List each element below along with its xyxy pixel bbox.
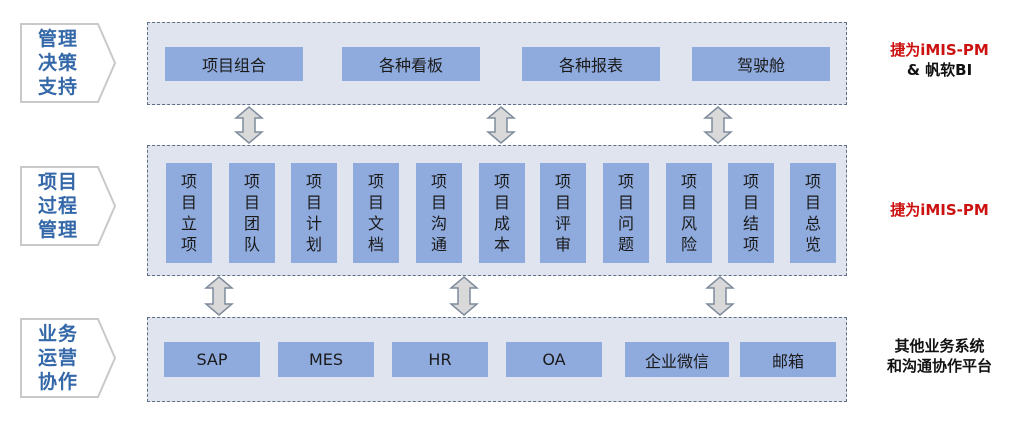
box-mes: MES [278,342,374,377]
box-project-communication: 项目沟通 [416,163,462,263]
note-line-2: & 帆软BI [906,61,973,79]
note-line-1: 其他业务系统 [894,337,985,355]
chevron-label-shape [20,23,117,103]
box-dashboards: 各种看板 [342,47,480,81]
layer-label-text: 项目过程管理 [37,171,78,241]
double-arrow-icon [705,276,735,316]
note-line-1: 捷为iMIS-PM [890,201,989,219]
layer-label-text: 业务运营协作 [37,323,78,393]
operations-panel: SAP MES HR OA 企业微信 邮箱 [147,317,847,402]
box-project-risks: 项目风险 [666,163,712,263]
chevron-label-shape [20,318,117,398]
double-arrow-icon [204,276,234,316]
double-arrow-icon [486,106,516,144]
box-project-overview: 项目总览 [790,163,836,263]
box-project-issues: 项目问题 [603,163,649,263]
layer-label-operations: 业务运营协作 [18,316,118,400]
management-panel: 项目组合 各种看板 各种报表 驾驶舱 [147,22,847,105]
box-hr: HR [392,342,488,377]
box-project-initiation: 项目立项 [166,163,212,263]
double-arrow-icon [703,106,733,144]
note-management: 捷为iMIS-PM & 帆软BI [857,40,1022,80]
chevron-label-shape [20,166,117,246]
box-oa: OA [506,342,602,377]
box-project-review: 项目评审 [540,163,586,263]
box-wecom: 企业微信 [625,342,729,377]
box-project-plan: 项目计划 [291,163,337,263]
box-cockpit: 驾驶舱 [692,47,830,81]
double-arrow-icon [234,106,264,144]
box-project-closure: 项目结项 [728,163,774,263]
layer-label-process: 项目过程管理 [18,164,118,248]
box-project-documents: 项目文档 [353,163,399,263]
note-line-2: 和沟通协作平台 [886,357,992,375]
box-project-team: 项目团队 [229,163,275,263]
box-project-portfolio: 项目组合 [165,47,303,81]
note-line-1: 捷为iMIS-PM [890,41,989,59]
box-project-cost: 项目成本 [479,163,525,263]
note-process: 捷为iMIS-PM [857,200,1022,220]
box-sap: SAP [164,342,260,377]
box-reports: 各种报表 [522,47,660,81]
box-email: 邮箱 [740,342,836,377]
layer-label-text: 管理决策支持 [37,28,78,98]
double-arrow-icon [449,276,479,316]
layer-label-management: 管理决策支持 [18,21,118,105]
note-operations: 其他业务系统 和沟通协作平台 [857,336,1022,376]
